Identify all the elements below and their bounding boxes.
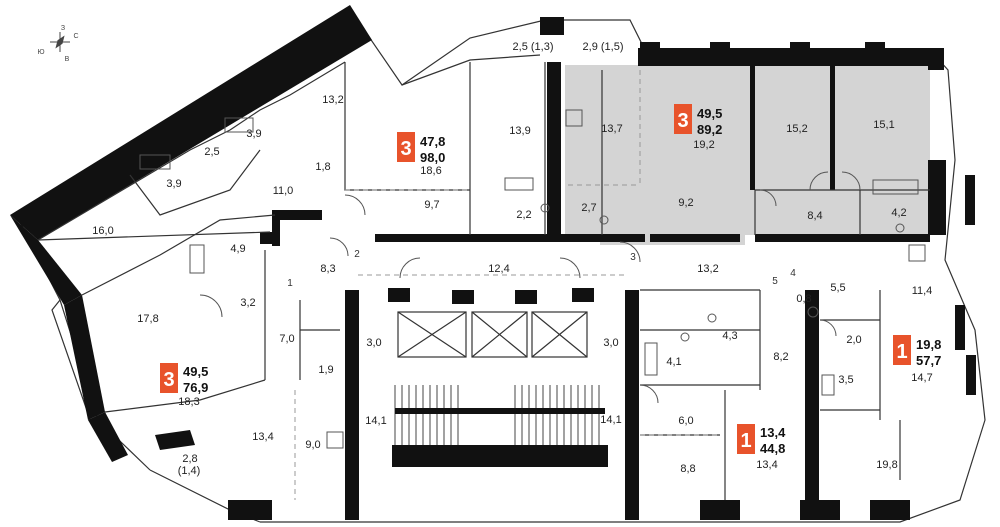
room-area: 16,0 [92,225,113,237]
apartment-living-area: 13,4 [760,425,786,440]
room-area: 13,7 [601,123,622,135]
apartment-total-area: 57,7 [916,353,941,368]
room-area: 19,2 [693,139,714,151]
room-area: 13,4 [756,459,777,471]
door-arcs [199,171,861,404]
room-area: 4,1 [666,356,681,368]
apartment-rooms: 3 [677,110,688,132]
room-area: 14,1 [600,414,621,426]
room-area: 3,5 [838,374,853,386]
door-number: 1 [287,278,293,289]
apartment-rooms: 1 [740,430,751,452]
room-area: 8,3 [320,263,335,275]
room-area: 9,0 [305,439,320,451]
room-area: 3,9 [166,178,181,190]
room-area: 13,9 [509,125,530,137]
compass-north: З [61,25,65,32]
room-area: 11,4 [912,285,933,297]
room-area: (1,4) [178,465,201,477]
room-area: 3,2 [240,297,255,309]
room-area: 8,4 [807,210,822,222]
apartment-badge: 3 47,8 98,0 [397,132,445,165]
plumbing-fixtures [139,109,926,449]
apartment-living-area: 49,5 [697,106,722,121]
apartment-badge: 3 49,5 76,9 [160,363,208,395]
apartment-rooms: 3 [163,369,174,391]
door-number: 4 [790,268,796,279]
room-area: 2,9 (1,5) [583,41,624,53]
room-area: 9,2 [678,197,693,209]
room-labels: 13,2 3,9 2,5 3,9 1,8 11,0 16,0 4,9 8,3 3… [92,41,932,477]
room-area: 3,0 [603,337,618,349]
apartment-rooms: 1 [896,341,907,363]
room-area: 13,4 [252,431,273,443]
room-area: 17,8 [137,313,158,325]
stair-landing [395,408,605,414]
apartment-badge: 3 49,5 89,2 [674,104,722,137]
room-area: 2,5 (1,3) [513,41,554,53]
highlighted-apartment [565,65,930,245]
room-area: 7,0 [279,333,294,345]
apartment-total-area: 44,8 [760,441,785,456]
compass-west: Ю [37,49,44,56]
compass-east: С [73,33,78,40]
room-area: 12,4 [488,263,509,275]
room-area: 6,0 [678,415,693,427]
door-number: 5 [772,276,778,287]
room-area: 1,8 [315,161,330,173]
room-area: 0,8 [796,293,811,305]
room-area: 11,0 [273,185,294,197]
door-number: 3 [630,252,636,263]
dashed-lines [294,70,720,500]
apartment-rooms: 3 [400,138,411,160]
room-area: 2,8 [182,453,197,465]
room-area: 5,5 [830,282,845,294]
apartment-total-area: 98,0 [420,150,445,165]
interior-walls [37,61,930,500]
room-area: 9,7 [424,199,439,211]
room-area: 18,6 [420,165,441,177]
compass: З С В Ю [37,25,78,63]
staircase [394,385,600,445]
apartment-living-area: 47,8 [420,134,445,149]
room-area: 2,2 [516,209,531,221]
room-area: 15,2 [786,123,807,135]
room-area: 4,3 [722,330,737,342]
room-area: 2,0 [846,334,861,346]
room-area: 2,5 [204,146,219,158]
apartment-total-area: 76,9 [183,380,208,395]
room-area: 1,9 [318,364,333,376]
apartment-badge: 1 13,4 44,8 [737,424,786,456]
room-area: 8,8 [680,463,695,475]
apartment-badge: 1 19,8 57,7 [893,335,941,368]
room-area: 15,1 [873,119,894,131]
apartment-living-area: 49,5 [183,364,208,379]
room-area: 2,7 [581,202,596,214]
door-number: 2 [354,249,360,260]
room-area: 18,3 [178,396,199,408]
room-area: 19,8 [876,459,897,471]
room-area: 8,2 [773,351,788,363]
room-area: 3,9 [246,128,261,140]
room-area: 4,2 [891,207,906,219]
room-area: 3,0 [366,337,381,349]
room-area: 4,9 [230,243,245,255]
compass-south: В [65,56,70,63]
room-area: 13,2 [322,94,343,106]
apartment-living-area: 19,8 [916,337,941,352]
room-area: 14,7 [911,372,932,384]
apartment-total-area: 89,2 [697,122,722,137]
door-numbers: 1 2 3 4 5 [287,249,796,289]
walls [10,5,976,520]
room-area: 14,1 [365,415,386,427]
room-area: 13,2 [697,263,718,275]
